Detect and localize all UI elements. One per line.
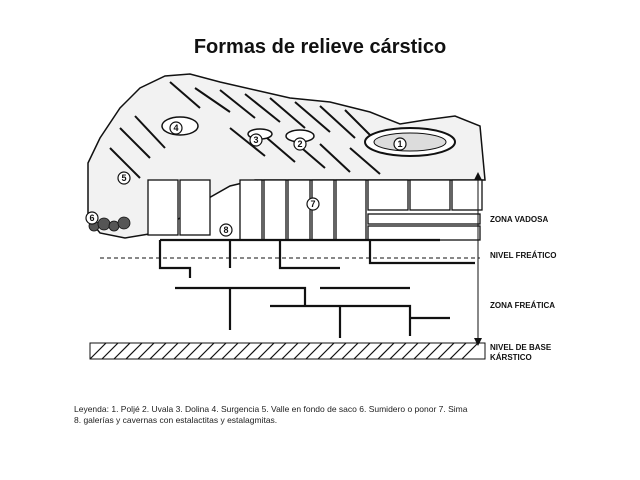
svg-text:6: 6 bbox=[89, 213, 94, 223]
marker-3: 3 bbox=[249, 133, 263, 147]
cave-galleries bbox=[158, 238, 475, 338]
marker-4: 4 bbox=[169, 121, 183, 135]
svg-text:7: 7 bbox=[310, 199, 315, 209]
svg-text:1: 1 bbox=[397, 139, 402, 149]
slide-title: Formas de relieve cárstico bbox=[193, 36, 447, 58]
label-zona-freatica: ZONA FREÁTICA bbox=[490, 301, 555, 310]
label-nivel-base-1: NIVEL DE BASE bbox=[490, 343, 552, 352]
marker-5: 5 bbox=[117, 171, 131, 185]
legend-line-1: Leyenda: 1. Poljé 2. Uvala 3. Dolina 4. … bbox=[74, 404, 468, 414]
depth-arrow bbox=[474, 172, 482, 346]
base-level bbox=[89, 342, 486, 360]
marker-8: 8 bbox=[219, 223, 233, 237]
legend: Leyenda: 1. Poljé 2. Uvala 3. Dolina 4. … bbox=[74, 404, 574, 426]
marker-2: 2 bbox=[293, 137, 307, 151]
marker-6: 6 bbox=[85, 211, 99, 225]
marker-7: 7 bbox=[306, 197, 320, 211]
marker-1: 1 bbox=[393, 137, 407, 151]
limestone-blocks bbox=[147, 179, 483, 241]
svg-text:5: 5 bbox=[121, 173, 126, 183]
svg-text:3: 3 bbox=[253, 135, 258, 145]
svg-text:8: 8 bbox=[223, 225, 228, 235]
label-nivel-freatico: NIVEL FREÁTICO bbox=[490, 251, 557, 260]
label-zona-vadosa: ZONA VADOSA bbox=[490, 215, 548, 224]
feature-markers: 1 2 3 4 5 6 7 8 bbox=[85, 121, 407, 237]
svg-text:4: 4 bbox=[173, 123, 178, 133]
svg-text:2: 2 bbox=[297, 139, 302, 149]
label-nivel-base-2: KÁRSTICO bbox=[490, 353, 532, 362]
legend-line-2: 8. galerías y cavernas con estalactitas … bbox=[74, 415, 278, 425]
karst-diagram: 1 2 3 4 5 6 7 8 ZONA VADOSA NIVEL FREÁTI… bbox=[85, 73, 557, 362]
